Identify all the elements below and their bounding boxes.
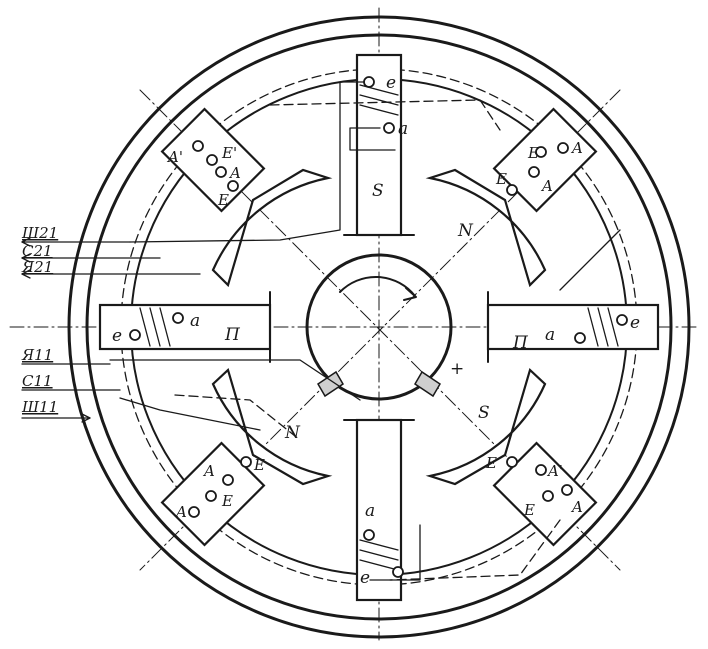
leads-top-left [21, 237, 201, 279]
inner-frame-ring [85, 33, 673, 621]
wire-top-to-leads [129, 81, 371, 243]
pole-ll-terminal-3: E [221, 492, 233, 510]
coil-bottom [359, 539, 399, 571]
terminal-ur-1 [535, 146, 547, 158]
terminal-top-e [363, 76, 375, 88]
terminal-lr-4 [561, 484, 573, 496]
pole-ll-terminal-2: A [174, 503, 187, 521]
terminal-bottom-e [392, 566, 404, 578]
terminal-ul-1 [192, 140, 204, 152]
pole-ur-terminal-0: E [527, 144, 539, 162]
pole-upper-right-polarity: N [457, 221, 474, 241]
terminal-right-a [574, 332, 586, 344]
pole-ul-terminal-1: E' [221, 144, 237, 162]
terminal-left-a [172, 312, 184, 324]
pole-ll-terminal-0: A [202, 462, 215, 480]
pole-ur-terminal-2: E [495, 170, 507, 188]
wire-right-upper [559, 229, 621, 291]
lead-label-ya21: Я21 [21, 258, 53, 276]
brush-right [413, 370, 442, 398]
terminal-ur-2 [557, 142, 569, 154]
pole-upper-right [425, 107, 598, 288]
terminal-ll-1 [240, 456, 252, 468]
terminal-ur-3 [506, 184, 518, 196]
pole-left-polarity: П [224, 325, 241, 345]
wire-left-to-brush [109, 359, 361, 401]
lead-label-sh11: Ш11 [21, 398, 58, 416]
terminal-ul-4 [227, 180, 239, 192]
pole-right-terminal-a: a [545, 325, 555, 345]
terminal-left-e [129, 329, 141, 341]
lead-label-c21: С21 [22, 242, 53, 260]
leads-left [21, 363, 121, 423]
pole-left [98, 291, 272, 363]
pole-ur-terminal-3: A [540, 177, 553, 195]
terminal-lr-2 [535, 464, 547, 476]
outer-frame-ring [67, 15, 691, 639]
wire-top-loop [349, 127, 396, 151]
pole-lr-terminal-1: A' [546, 462, 563, 480]
wire-bottom-dashed [389, 519, 561, 581]
pole-lower-right-polarity: S [478, 403, 490, 423]
terminal-ur-4 [528, 166, 540, 178]
pole-top-terminal-e: e [386, 73, 396, 93]
pole-ur-terminal-1: A [570, 139, 583, 157]
pole-bottom-terminal-a: a [365, 501, 375, 521]
terminal-bottom-a [363, 529, 375, 541]
terminal-ll-3 [188, 506, 200, 518]
pole-lr-terminal-3: A [570, 498, 583, 516]
pole-top [343, 53, 415, 237]
terminal-ul-2 [206, 154, 218, 166]
pole-right [486, 291, 660, 363]
wire-lower-left-dashed [174, 394, 301, 441]
pole-left-terminal-e: e [112, 326, 122, 346]
rotation-arrow-arc [339, 275, 416, 297]
pole-right-polarity: П [512, 333, 529, 353]
pole-ll-terminal-1: E [253, 456, 265, 474]
pole-lower-left-polarity: N [284, 423, 301, 443]
pole-bottom-terminal-e: e [360, 568, 370, 588]
pole-ul-terminal-3: E [217, 191, 229, 209]
wire-top-dashed [269, 99, 501, 131]
rotation-arrowhead [403, 287, 417, 301]
lead-label-sh21: Ш21 [21, 224, 58, 242]
terminal-top-a [383, 122, 395, 134]
pole-top-terminal-a: a [398, 119, 408, 139]
terminal-lr-1 [506, 456, 518, 468]
coil-right [587, 307, 619, 347]
terminal-lr-3 [542, 490, 554, 502]
pole-ul-terminal-0: A' [166, 148, 183, 166]
brush-polarity-label: + [450, 359, 464, 379]
pole-top-polarity: S [372, 181, 384, 201]
brush-left [316, 370, 345, 398]
wire-lower-left [119, 397, 261, 431]
pole-upper-left [160, 107, 333, 288]
terminal-ll-2 [205, 490, 217, 502]
pole-ul-terminal-2: A [228, 164, 241, 182]
pole-lr-terminal-2: E [523, 501, 535, 519]
pole-right-terminal-e: e [630, 313, 640, 333]
coil-left [139, 307, 171, 347]
lead-label-ya11: Я11 [21, 346, 53, 364]
terminal-right-e [616, 314, 628, 326]
pole-lr-terminal-0: E [485, 454, 497, 472]
wire-bottom-loop [369, 524, 421, 581]
pole-left-terminal-a: a [190, 311, 200, 331]
lead-label-c11: С11 [22, 372, 53, 390]
armature-rotor [305, 253, 453, 401]
terminal-ll-4 [222, 474, 234, 486]
terminal-ul-3 [215, 166, 227, 178]
